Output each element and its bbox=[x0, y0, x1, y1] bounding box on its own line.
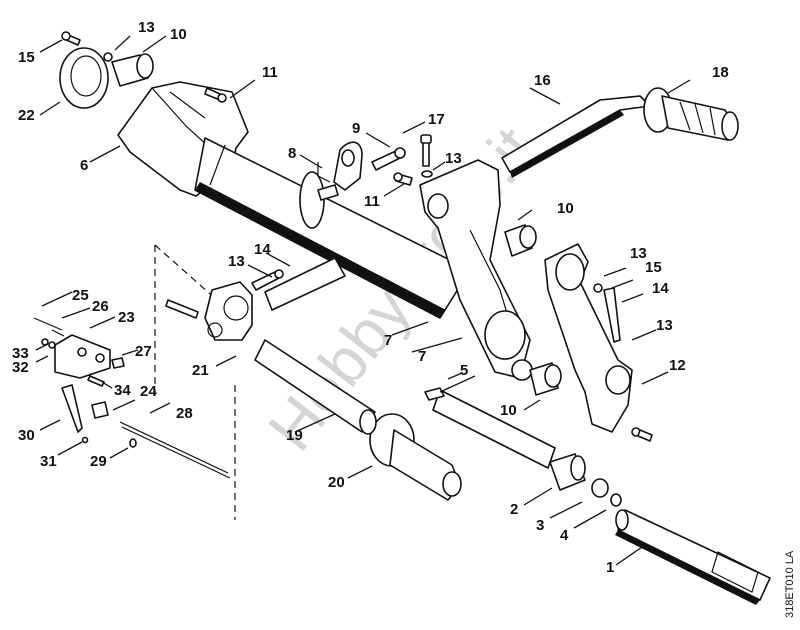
bushing-part bbox=[111, 53, 154, 87]
callout-17: 17 bbox=[428, 111, 445, 128]
callout-25: 25 bbox=[72, 287, 89, 304]
tube-20-part bbox=[254, 339, 377, 435]
callout-15: 14 bbox=[254, 241, 271, 258]
block-23-part bbox=[33, 317, 125, 419]
nut-2-part bbox=[549, 453, 586, 491]
main-tube-part bbox=[194, 137, 471, 319]
callout-10: 10 bbox=[170, 26, 187, 43]
drawing-reference: 318ET010 LA bbox=[784, 550, 796, 618]
callout-13: 13 bbox=[138, 19, 155, 36]
callout-24: 24 bbox=[140, 383, 157, 400]
bolt-15-part bbox=[251, 269, 284, 291]
lever-30-part bbox=[61, 384, 83, 433]
bolt-14-part bbox=[61, 31, 81, 46]
bolt-11-part bbox=[393, 172, 413, 186]
callout-13: 13 bbox=[630, 245, 647, 262]
part-4 bbox=[610, 493, 622, 507]
callout-23: 23 bbox=[118, 309, 135, 326]
callout-34: 34 bbox=[114, 382, 131, 399]
callout-4: 4 bbox=[560, 527, 569, 544]
callout-8: 8 bbox=[288, 145, 296, 162]
callout-13: 13 bbox=[656, 317, 673, 334]
bolt-9-part bbox=[371, 147, 406, 171]
handle-clamp-part bbox=[419, 159, 533, 381]
callout-18: 18 bbox=[712, 64, 729, 81]
clamp-bracket-part bbox=[299, 141, 363, 229]
callout-33: 33 bbox=[12, 345, 29, 362]
callout-11: 11 bbox=[364, 193, 380, 210]
callout-labels: 15 13 10 11 22 6 8 9 17 11 13 16 18 10 1… bbox=[12, 19, 729, 576]
callout-14: 15 bbox=[18, 49, 35, 66]
callout-28: 28 bbox=[176, 405, 193, 422]
callout-15: 14 bbox=[652, 280, 669, 297]
callout-13: 13 bbox=[228, 253, 245, 270]
callout-31: 31 bbox=[40, 453, 57, 470]
callout-10: 10 bbox=[557, 200, 574, 217]
callout-32: 32 bbox=[12, 359, 29, 376]
callout-14: 15 bbox=[645, 259, 662, 276]
grip-21-part bbox=[369, 413, 462, 501]
bolt-part bbox=[165, 299, 199, 319]
callout-3: 3 bbox=[536, 517, 544, 534]
callout-16: 16 bbox=[534, 72, 551, 89]
callout-26: 26 bbox=[92, 298, 109, 315]
tube-5-part bbox=[424, 387, 556, 469]
callout-1: 1 bbox=[606, 559, 614, 576]
callout-21: 20 bbox=[328, 474, 345, 491]
callout-20: 19 bbox=[286, 427, 303, 444]
callout-6: 6 bbox=[80, 157, 88, 174]
callout-7: 7 bbox=[418, 348, 426, 365]
shaft-tube-1-part bbox=[615, 509, 771, 605]
ring-22-part bbox=[59, 47, 109, 109]
lower-arm-part bbox=[544, 243, 653, 442]
part-3 bbox=[591, 478, 609, 498]
bolt-11-part bbox=[204, 87, 227, 103]
callout-30: 30 bbox=[18, 427, 35, 444]
leader-lines bbox=[35, 35, 691, 566]
callout-11: 11 bbox=[262, 64, 278, 81]
callout-5: 5 bbox=[460, 362, 468, 379]
callout-12: 12 bbox=[669, 357, 686, 374]
clamp-19-part bbox=[204, 281, 253, 341]
callout-9: 9 bbox=[352, 120, 360, 137]
bushing-part bbox=[504, 224, 537, 257]
callout-19: 21 bbox=[192, 362, 209, 379]
clip-31-part bbox=[81, 436, 89, 444]
tube-part bbox=[264, 257, 346, 311]
callout-7: 7 bbox=[384, 332, 392, 349]
rod-28-part bbox=[119, 421, 231, 479]
callout-22: 22 bbox=[18, 107, 35, 124]
part-29 bbox=[129, 438, 137, 448]
callout-10: 10 bbox=[500, 402, 517, 419]
handlebar-part bbox=[501, 95, 651, 178]
bushing-part bbox=[529, 362, 562, 396]
grip-18-part bbox=[643, 87, 739, 141]
washer-13-part bbox=[103, 52, 113, 62]
callout-27: 27 bbox=[135, 343, 152, 360]
callout-29: 29 bbox=[90, 453, 107, 470]
bolt-17-part bbox=[420, 134, 433, 178]
callout-2: 2 bbox=[510, 501, 518, 518]
callout-13: 13 bbox=[445, 150, 462, 167]
